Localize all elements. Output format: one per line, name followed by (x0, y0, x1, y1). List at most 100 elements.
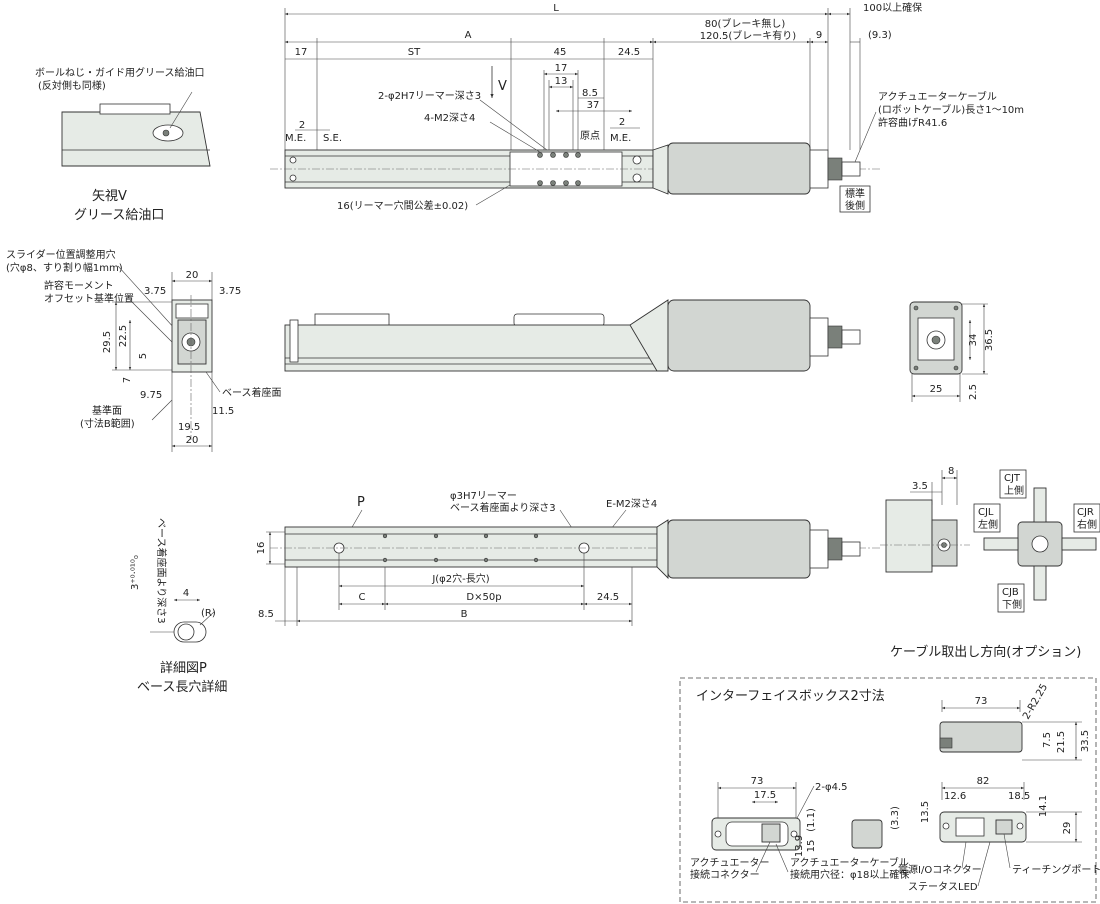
ifbox-title: インターフェイスボックス2寸法 (696, 689, 885, 704)
ifbox-dim-13-9: 13.9 (794, 835, 805, 857)
detail-p-dim-4: 4 (183, 588, 189, 599)
dim-9: 9 (816, 30, 822, 41)
motor-top (667, 142, 811, 195)
ifbox-led: ステータスLED (908, 881, 978, 893)
bottom-dim-C: C (359, 592, 366, 603)
motor-front (667, 299, 811, 372)
end-dim-3-75a: 3.75 (144, 286, 166, 297)
motor-dim-36-5: 36.5 (984, 329, 995, 351)
ifbox-dim-12-6: 12.6 (944, 791, 966, 802)
note-cable-1: アクチュエーターケーブル (878, 90, 997, 103)
dim-A: A (465, 30, 472, 41)
dim-brake-with: 120.5(ブレーキ有り) (700, 29, 797, 42)
cable-cjt-2: 上側 (1004, 484, 1024, 497)
bottom-dim-J: J(φ2穴-長穴) (431, 572, 489, 585)
label-me-2: M.E. (610, 133, 631, 144)
ifbox-dim-15: 15 (806, 840, 817, 853)
bottom-dim-D: D×50p (466, 592, 501, 603)
detail-p-tol: 3⁺⁰·⁰¹⁰₀ (130, 555, 141, 590)
ifbox-dim-r2: 2-R2.25 (1021, 682, 1050, 721)
ifbox-act-conn-1: アクチュエーター (690, 857, 770, 869)
label-std-1: 標準 (845, 187, 865, 200)
cable-dim-8: 8 (948, 466, 954, 477)
cable-cjl-2: 左側 (978, 518, 998, 531)
dim-ST: ST (408, 47, 421, 58)
ifbox-dim-14-1: 14.1 (1038, 795, 1049, 817)
ifbox-act-cable-2: 接続用穴径：φ18以上確保 (790, 868, 909, 881)
detail-p-depth: ベース着座面より深さ3 (155, 518, 168, 624)
dim-17: 17 (295, 47, 308, 58)
bottom-note-em2: E-M2深さ4 (606, 498, 657, 510)
cable-cjb-1: CJB (1002, 587, 1019, 598)
ifbox-dim-18-5: 18.5 (1008, 791, 1030, 802)
note-reamer: 2-φ2H7リーマー深さ3 (378, 90, 481, 102)
motor-end-view: 34 36.5 25 2.5 (909, 301, 995, 402)
ifbox-act-conn-2: 接続コネクター (690, 868, 760, 881)
dim-8-5: 8.5 (582, 88, 598, 99)
end-dim-9-75: 9.75 (140, 390, 162, 401)
dim-2a: 2 (299, 120, 305, 131)
end-dim-5: 5 (138, 353, 149, 359)
bottom-dim-8-5: 8.5 (258, 609, 274, 620)
motor-dim-2-5: 2.5 (968, 384, 979, 400)
detail-p-title-1: 詳細図P (160, 660, 207, 676)
note-cable-3: 許容曲げR41.6 (878, 116, 947, 129)
dim-13: 13 (555, 76, 568, 87)
detail-p: ベース着座面より深さ3 3⁺⁰·⁰¹⁰₀ 4 (R) 詳細図P ベース長穴詳細 (130, 518, 227, 695)
actuator-body-front (284, 324, 658, 372)
end-note-slider-1: スライダー位置調整用穴 (6, 248, 116, 261)
cable-dir-title: ケーブル取出し方向(オプション) (890, 644, 1081, 660)
cable-cjr-2: 右側 (1077, 518, 1097, 531)
end-note-ref-1: 基準面 (92, 404, 122, 417)
motor-bottom (667, 519, 811, 579)
bottom-dim-16: 16 (256, 542, 267, 555)
view-v-note-2: (反対側も同様) (38, 79, 106, 92)
ifbox-dim-7-5: 7.5 (1042, 732, 1053, 748)
end-note-moment-1: 許容モーメント (44, 279, 114, 292)
dim-100: 100以上確保 (863, 1, 922, 14)
label-se: S.E. (323, 133, 342, 144)
dim-37: 37 (587, 100, 600, 111)
note-m2: 4-M2深さ4 (424, 112, 475, 124)
dim-45: 45 (554, 47, 567, 58)
bottom-label-p: P (357, 495, 365, 510)
end-dim-7: 7 (122, 377, 133, 383)
end-note-ref-2: (寸法B範囲) (80, 417, 135, 430)
ifbox-side-body (939, 721, 1023, 753)
ifbox-act-cable-1: アクチュエーターケーブル (790, 856, 909, 869)
front-view (284, 299, 861, 372)
end-dim-3-75b: 3.75 (219, 286, 241, 297)
ifbox-dim-73b: 73 (751, 776, 764, 787)
bottom-dim-B: B (461, 609, 468, 620)
cable-cjr-1: CJR (1077, 507, 1094, 518)
end-note-slider-2: (穴φ8、すり割り幅1mm) (6, 261, 123, 274)
label-std-2: 後側 (845, 199, 865, 212)
dim-24-5: 24.5 (618, 47, 640, 58)
view-v: ボールねじ・ガイド用グリース給油口 (反対側も同様) 矢視V グリース給油口 (35, 66, 211, 223)
dim-9-3: (9.3) (868, 30, 892, 41)
end-note-base-seat: ベース着座面 (222, 386, 282, 399)
ifbox-dim-21-5: 21.5 (1056, 731, 1067, 753)
bottom-note-reamer-2: ベース着座面より深さ3 (450, 501, 556, 514)
end-note-moment-2: オフセット基準位置 (44, 292, 134, 305)
motor-dim-25: 25 (930, 384, 943, 395)
end-dim-22-5: 22.5 (118, 325, 129, 347)
end-dim-29-5: 29.5 (102, 331, 113, 353)
ifbox-dim-29: 29 (1062, 822, 1073, 835)
cable-dim-3-5: 3.5 (912, 481, 928, 492)
ifbox-dim-1-1: (1.1) (806, 808, 817, 832)
top-view: L 100以上確保 80(ブレーキ無し) 120.5(ブレーキ有り) A 9 (… (270, 1, 1024, 213)
cable-cjl-1: CJL (978, 507, 994, 518)
cable-direction: 3.5 8 CJT 上側 CJL 左側 CJR 右側 CJB 下側 ケーブル取出… (880, 466, 1100, 660)
ifbox-dim-82: 82 (977, 776, 990, 787)
end-dim-11-5: 11.5 (212, 406, 234, 417)
end-dim-19-5: 19.5 (178, 422, 200, 433)
ifbox-dim-13-5: 13.5 (920, 801, 931, 823)
label-me-1: M.E. (285, 133, 306, 144)
view-v-note-1: ボールねじ・ガイド用グリース給油口 (35, 66, 205, 79)
ifbox-power: 電源I/Oコネクター (898, 863, 982, 876)
detail-p-r: (R) (201, 608, 216, 619)
dim-brake-none: 80(ブレーキ無し) (705, 17, 786, 30)
detail-p-title-2: ベース長穴詳細 (137, 679, 227, 695)
